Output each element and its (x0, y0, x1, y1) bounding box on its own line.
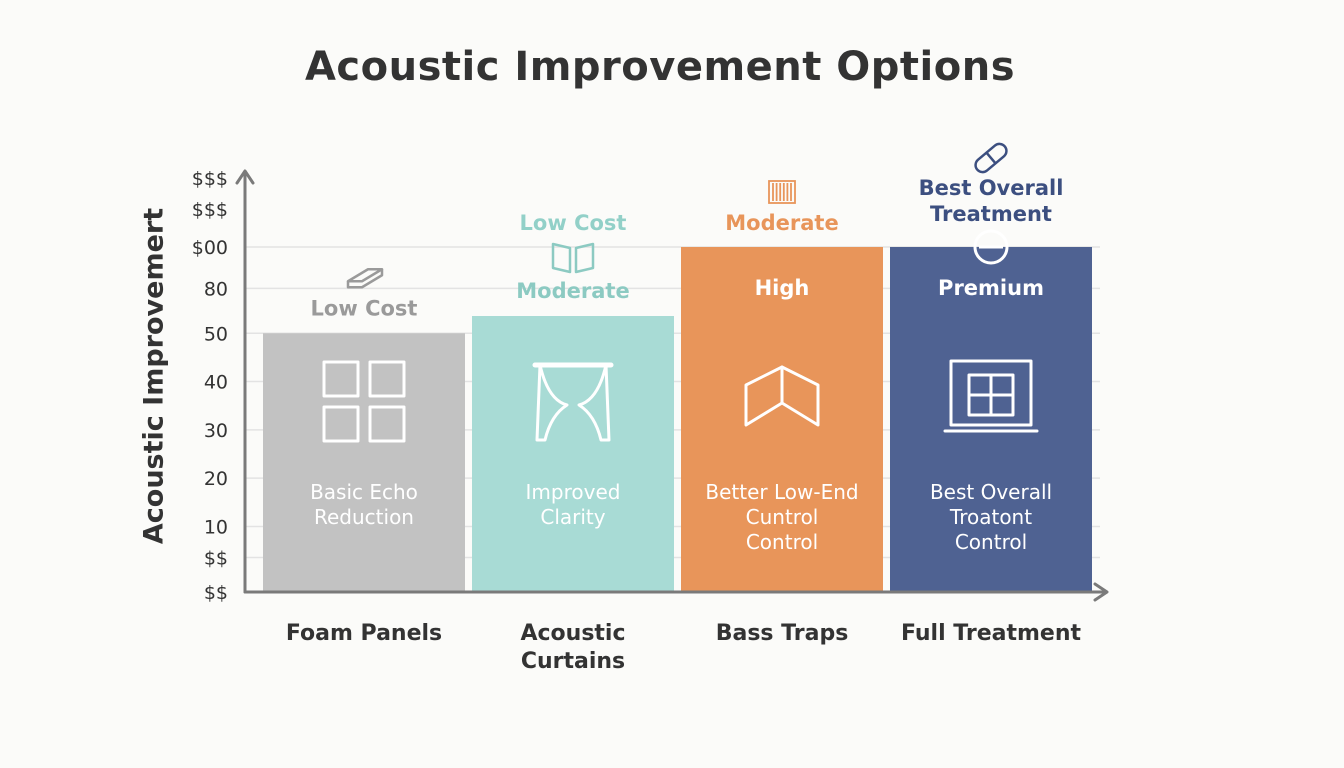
bar-inside-label: High (755, 276, 810, 300)
panel-square (368, 405, 406, 443)
bar-description: Control (955, 530, 1027, 554)
bar-description: Clarity (540, 505, 605, 529)
curtain-icon (532, 362, 614, 442)
y-tick-label: $$$ (192, 168, 228, 190)
bar-description: Better Low-End (705, 480, 858, 504)
bar (681, 247, 883, 592)
y-tick-label: $00 (192, 237, 228, 259)
book-right (574, 242, 595, 274)
window-frame (949, 359, 1033, 427)
minus-circle-icon (973, 229, 1009, 265)
y-tick-label: $$ (204, 548, 228, 570)
y-tick-label: 10 (204, 516, 228, 538)
bar (890, 247, 1092, 592)
bar-description: Reduction (314, 505, 414, 529)
bar-description: Improved (526, 480, 621, 504)
bar-description: Best Overall (930, 480, 1052, 504)
square-panels-icon (322, 360, 406, 443)
panel-square (368, 360, 406, 398)
window-icon (943, 359, 1039, 433)
bar (472, 316, 674, 592)
bar-description: Basic Echo (310, 480, 418, 504)
bar-top-label: Treatment (930, 202, 1052, 226)
y-tick-label: 30 (204, 420, 228, 442)
panel-square (322, 405, 360, 443)
open-book-icon (551, 242, 595, 274)
chart-title: Acoustic Improvement Options (304, 44, 1016, 90)
y-axis-arrow (235, 169, 255, 185)
bar-top-label: Low Cost (520, 211, 627, 235)
y-tick-label: 40 (204, 372, 228, 394)
bar-cost-label: Low Cost (311, 296, 418, 320)
pill-divider (985, 151, 997, 165)
minus-circle (973, 229, 1009, 265)
bar-top-label: Moderate (725, 211, 838, 235)
y-tick-label: 50 (204, 323, 228, 345)
x-category-label: Curtains (521, 649, 625, 674)
x-category-label: Foam Panels (286, 621, 442, 646)
x-category-label: Full Treatment (901, 621, 1082, 646)
panel-square (322, 360, 360, 398)
book-left (551, 242, 572, 274)
barcode-frame (768, 180, 796, 204)
bar-description: Troatont (949, 505, 1032, 529)
barcode-icon (768, 180, 796, 204)
bar-top-label: Best Overall (919, 176, 1064, 200)
pill-icon (974, 142, 1008, 174)
y-tick-label: $$$ (192, 199, 228, 221)
x-category-label: Acoustic (520, 621, 625, 646)
bar-inside-label: Premium (938, 276, 1044, 300)
x-axis-arrow (1093, 582, 1109, 602)
bar (263, 333, 465, 592)
axes (235, 169, 1109, 602)
y-tick-label: 80 (204, 278, 228, 300)
eraser-icon (346, 268, 384, 289)
y-tick-label: 20 (204, 468, 228, 490)
bar-description: Control (746, 530, 818, 554)
corner-trap-icon (744, 365, 820, 427)
curtain-left (535, 363, 569, 442)
curtain-right (577, 363, 611, 442)
eraser-side (346, 269, 384, 289)
bar-description: Cuntrol (746, 505, 819, 529)
x-category-label: Bass Traps (716, 621, 849, 646)
bar-cost-label: Moderate (516, 279, 629, 303)
y-tick-labels: $$$ $$$ $00 80 50 40 30 20 10 $$ $$ (192, 168, 228, 604)
y-tick-label: $$ (204, 582, 228, 604)
